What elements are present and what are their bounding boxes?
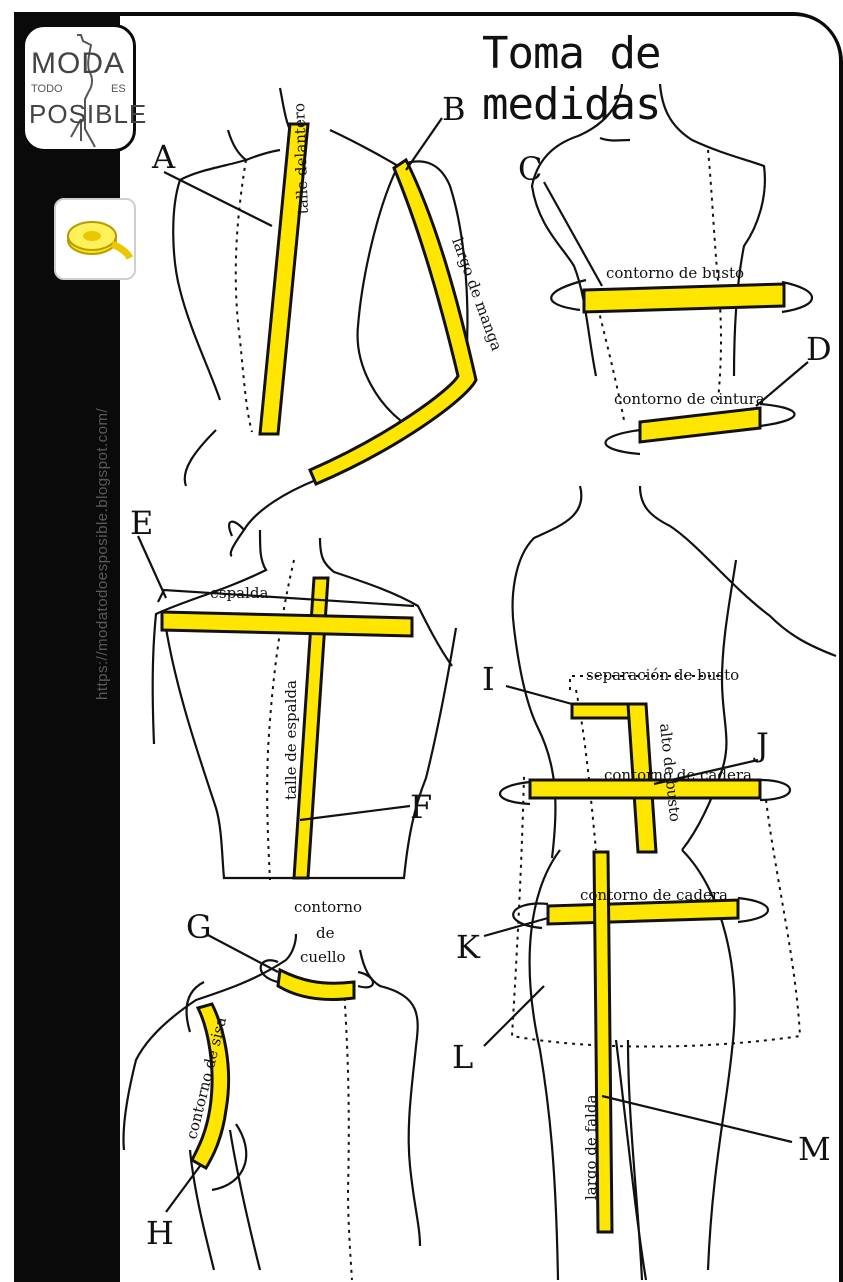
letter-j: J [753, 726, 769, 764]
letter-e: E [130, 504, 153, 542]
letter-k: K [456, 928, 481, 966]
label-talle-espalda: talle de espalda [282, 680, 300, 800]
letter-i: I [482, 660, 495, 698]
letter-l: L [452, 1038, 473, 1076]
full-body-figure [484, 486, 836, 1280]
label-espalda: espalda [210, 584, 269, 602]
letter-b: B [442, 90, 466, 128]
label-talle-delantero: talle delantero [290, 103, 312, 215]
letter-a: A [151, 138, 176, 176]
letter-c: C [518, 150, 542, 188]
label-contorno-cuello-1: contorno [294, 898, 362, 916]
label-contorno-busto: contorno de busto [606, 264, 744, 282]
label-separacion-busto: separación de busto [586, 666, 739, 684]
front-torso-figure [164, 88, 476, 556]
label-contorno-cuello-2: de [316, 924, 335, 942]
letter-h: H [146, 1214, 174, 1252]
letter-d: D [806, 330, 832, 368]
label-contorno-cadera-2: contorno de cadera [604, 766, 752, 784]
label-largo-falda: largo de falda [582, 1095, 600, 1200]
letter-f: F [410, 788, 432, 826]
letter-m: M [798, 1130, 831, 1168]
label-contorno-cadera-1: contorno de cadera [580, 886, 728, 904]
label-contorno-cintura: contorno de cintura [614, 390, 765, 408]
letter-g: G [186, 908, 212, 946]
label-contorno-cuello-3: cuello [300, 948, 346, 966]
